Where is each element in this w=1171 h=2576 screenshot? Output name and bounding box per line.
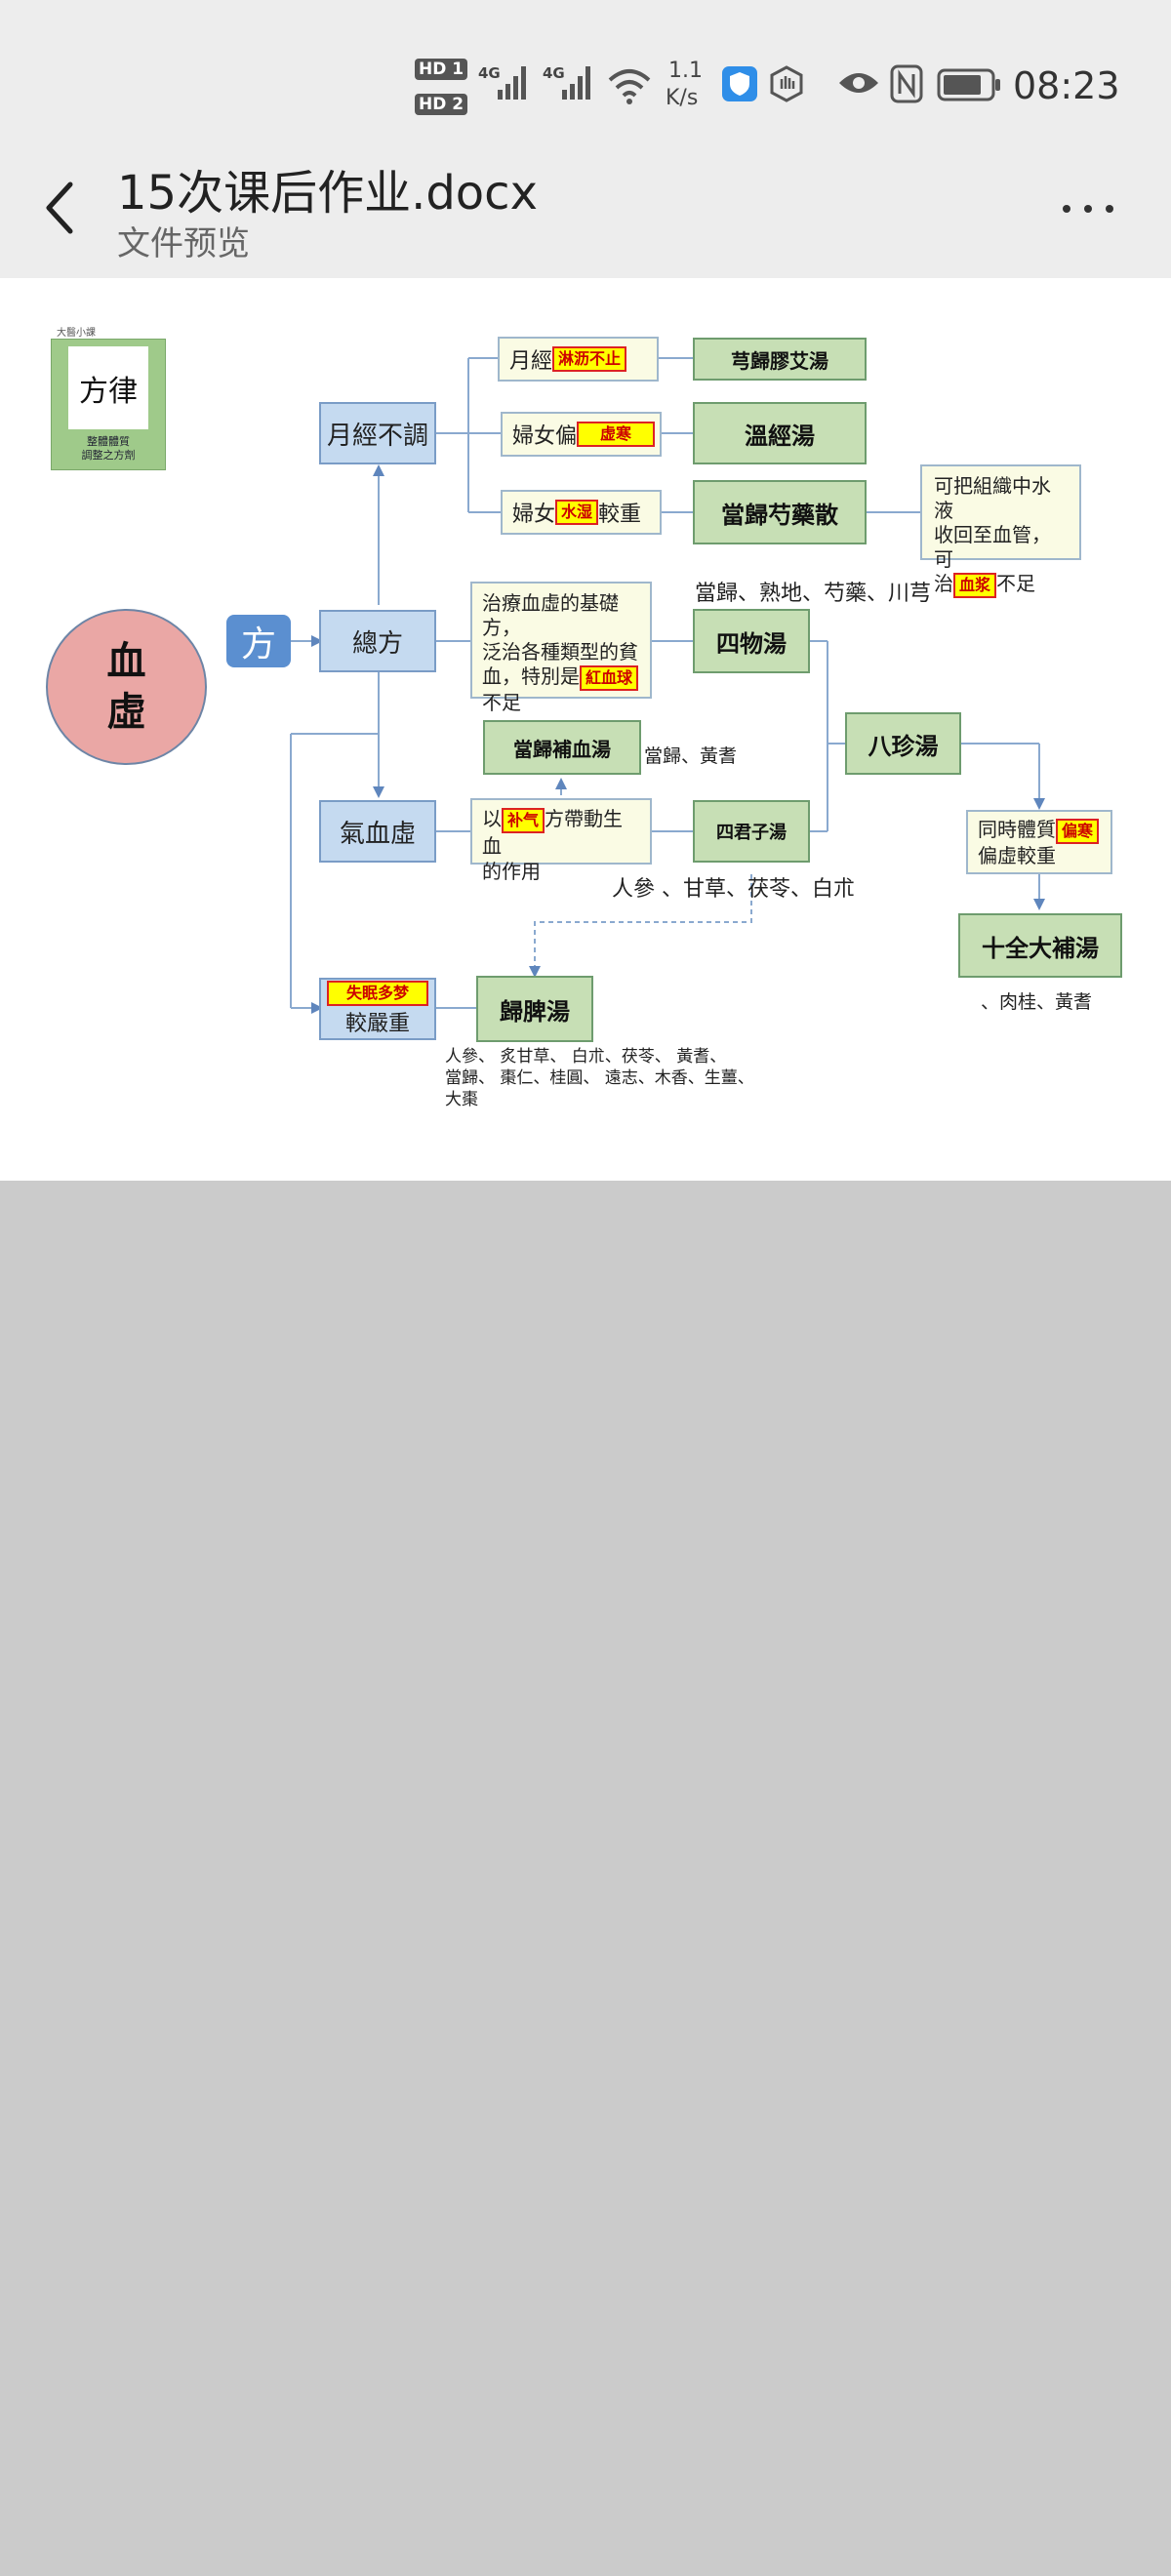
buqi-highlight: 补气: [502, 808, 545, 833]
formula-xiongguijiaoai: 芎歸膠艾湯: [693, 338, 867, 381]
logo-top-label: 大醫小課: [57, 328, 96, 339]
edema-suffix: 不足: [996, 572, 1036, 595]
formula-wenjing: 溫經湯: [693, 402, 867, 464]
guipi-line1: 人參、 炙甘草、 白朮、茯苓、 黃耆、: [445, 1047, 727, 1067]
desc-line4: 不足: [482, 691, 521, 714]
network-type-2: 4G: [543, 64, 565, 82]
cond-buqi: 以补气方帶動生血 的作用: [470, 798, 652, 883]
desc-highlight: 紅血球: [580, 665, 639, 691]
cond-shuishi: 婦女 水湿 較重: [501, 490, 662, 535]
logo-caption-line2: 調整之方劑: [81, 449, 136, 462]
node-yuejing-butiao: 月經不調: [319, 402, 436, 464]
sim2-hd-badge: HD 2: [415, 94, 468, 115]
cond-zongfang-desc: 治療血虛的基礎方， 泛治各種類型的貧 血，特別是紅血球 不足: [470, 582, 652, 714]
logo-caption: 整體體質 調整之方劑: [51, 435, 166, 463]
cond-yuejing-linli: 月經 淋沥不止: [498, 337, 659, 382]
formula-sijunzi: 四君子湯: [693, 800, 810, 863]
security-app-icon: [722, 66, 757, 101]
desc-line3-prefix: 血，特別是: [482, 664, 580, 688]
cond2-highlight: 虚寒: [577, 422, 656, 447]
eye-comfort-icon: [839, 73, 878, 93]
desc-line1: 治療血虛的基礎方，: [482, 591, 619, 639]
ingredients-sijunzi: 人參 、甘草、茯苓、白朮: [612, 877, 855, 902]
ingredients-danggui-buxue: 當歸、黃耆: [644, 745, 738, 767]
logo-caption-line1: 整體體質: [87, 435, 130, 448]
buqi-suffix: 方帶動生血: [482, 807, 624, 858]
network-speed-value: 1.1: [668, 59, 703, 83]
edema-line1: 可把組織中水液: [934, 474, 1051, 522]
nfc-icon: [890, 64, 923, 103]
file-preview-subtitle: 文件预览: [117, 224, 250, 263]
formula-bazhen: 八珍湯: [845, 712, 961, 775]
buqi-line2: 的作用: [482, 860, 541, 883]
status-clock: 08:23: [1013, 64, 1120, 107]
buqi-prefix: 以: [482, 807, 502, 830]
formula-dangguishaoyao: 當歸芍藥散: [693, 480, 867, 544]
formula-guipi: 歸脾湯: [476, 976, 593, 1042]
both-prefix: 同時體質: [978, 818, 1056, 841]
wifi-icon: [608, 69, 651, 104]
network-type-1: 4G: [478, 64, 501, 82]
sim1-hd-badge: HD 1: [415, 59, 468, 80]
signal-strength-1-icon: [498, 66, 526, 100]
formula-danggui-buxue: 當歸補血湯: [483, 720, 641, 775]
node-severe: 失眠多梦 較嚴重: [319, 978, 436, 1040]
status-bar: HD 1 HD 2 4G 4G 1.1 K/s 08:23: [0, 0, 1171, 166]
node-qixuexu: 氣血虛: [319, 800, 436, 863]
guipi-line3: 大棗: [445, 1090, 478, 1109]
formula-siwu: 四物湯: [693, 609, 810, 673]
cond-xuhan: 婦女偏 虚寒: [501, 412, 662, 457]
both-highlight: 偏寒: [1056, 819, 1100, 844]
severe-highlight: 失眠多梦: [327, 981, 428, 1006]
cond1-prefix: 月經: [509, 349, 553, 374]
logo-calligraphy: 方律: [68, 346, 148, 429]
cond-edema-note: 可把組織中水液 收回至血管，可 治血浆不足: [920, 464, 1081, 598]
node-zongfang: 總方: [319, 610, 436, 672]
more-options-icon[interactable]: [1059, 195, 1117, 222]
ingredients-shiquan: 、肉桂、黃耆: [981, 991, 1093, 1013]
cond1-highlight: 淋沥不止: [552, 346, 627, 372]
ingredients-siwu: 當歸、熟地、芍藥、川芎: [695, 582, 932, 606]
ingredients-guipi: 人參、 炙甘草、 白朮、茯苓、 黃耆、 當歸、 棗仁、桂圓、 遠志、木香、生薑、…: [445, 1046, 754, 1110]
both-line2: 偏虛較重: [978, 844, 1056, 867]
diagram-connectors: [290, 357, 1045, 1014]
app-bar: [0, 146, 1171, 278]
severe-text: 較嚴重: [344, 1012, 410, 1036]
guipi-line2: 當歸、 棗仁、桂圓、 遠志、木香、生薑、: [445, 1068, 754, 1088]
desc-line2: 泛治各種類型的貧: [482, 640, 638, 664]
edema-highlight: 血浆: [953, 573, 997, 598]
fang-label: 方: [226, 615, 291, 667]
gesture-hand-icon: [770, 65, 803, 102]
edema-line2: 收回至血管，可: [934, 523, 1051, 571]
cond3-highlight: 水湿: [555, 500, 599, 525]
back-arrow-icon[interactable]: [37, 179, 86, 237]
network-speed-unit: K/s: [666, 86, 699, 110]
battery-icon: [937, 68, 1000, 101]
cond3-prefix: 婦女: [512, 503, 556, 527]
cond3-suffix: 較重: [598, 503, 642, 527]
file-title: 15次课后作业.docx: [117, 166, 538, 221]
xue-xu-circle: 血 虛: [46, 609, 207, 765]
formula-shiquan-dabu: 十全大補湯: [958, 913, 1122, 978]
xue-xu-line1: 血: [106, 638, 146, 684]
cond-pianhan: 同時體質偏寒 偏虛較重: [966, 810, 1112, 874]
cond2-prefix: 婦女偏: [512, 424, 578, 449]
xue-xu-line2: 虛: [106, 689, 146, 735]
edema-prefix: 治: [934, 572, 953, 595]
signal-strength-2-icon: [562, 66, 590, 100]
